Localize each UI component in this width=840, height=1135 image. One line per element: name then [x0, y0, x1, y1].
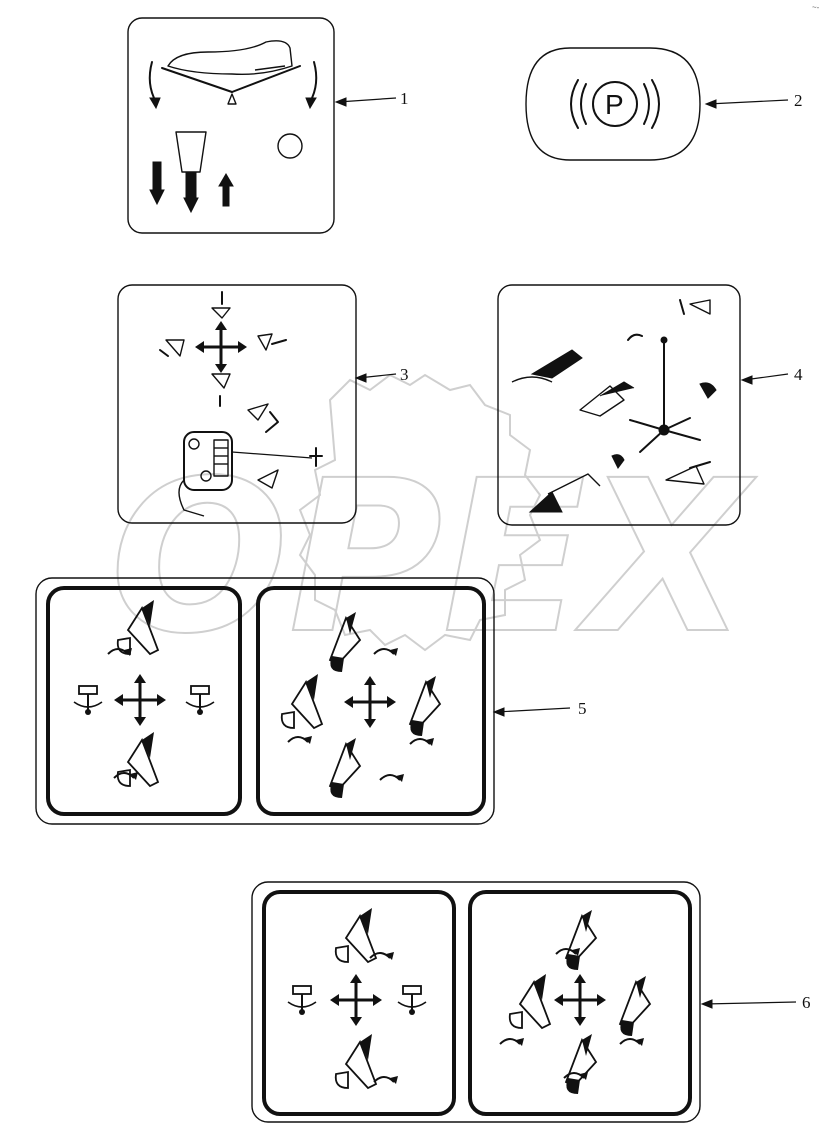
watermark-text: OPEX — [110, 435, 757, 680]
callout-label-1: 1 — [400, 89, 409, 108]
lever-icon — [149, 131, 234, 214]
callout-3: 3 — [354, 365, 409, 384]
pedal-lever-decal — [127, 17, 335, 234]
control-pattern-decal-a — [35, 577, 495, 825]
four-way-arrow-icon — [112, 672, 168, 728]
control-pattern-decal-b — [251, 881, 701, 1123]
hand-joystick-icon — [178, 431, 323, 517]
corner-mark: ~- — [812, 3, 820, 12]
bucket-icon — [159, 291, 287, 407]
callout-6: 6 — [700, 993, 811, 1012]
shoe-icon — [161, 40, 301, 105]
parking-brake-icon: P — [570, 79, 660, 129]
boom-functions-decal — [497, 284, 741, 526]
crane-arm-icon — [247, 403, 279, 489]
four-way-arrow-icon — [193, 319, 249, 375]
callout-label-2: 2 — [794, 91, 803, 110]
parking-letter: P — [605, 89, 624, 120]
hammer-icon — [73, 685, 103, 716]
callout-4: 4 — [740, 365, 803, 385]
joystick-controls-decal — [117, 284, 357, 524]
boom-swing-icon — [629, 336, 701, 453]
callout-label-3: 3 — [400, 365, 409, 384]
callout-label-5: 5 — [578, 699, 587, 718]
parking-brake-decal: P — [525, 47, 701, 161]
curved-arrow-icon — [148, 61, 157, 103]
callout-5: 5 — [492, 699, 587, 718]
circle-indicator-icon — [277, 133, 303, 159]
callout-label-6: 6 — [802, 993, 811, 1012]
callout-1: 1 — [334, 89, 409, 108]
watermark: OPEX — [109, 373, 758, 681]
callout-label-4: 4 — [794, 365, 803, 384]
callout-2: 2 — [704, 91, 803, 110]
